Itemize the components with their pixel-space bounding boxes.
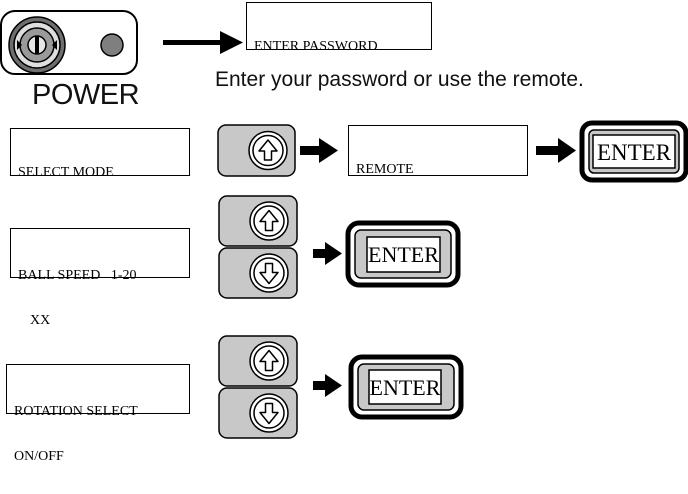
up-arrow-icon bbox=[259, 349, 279, 372]
up-arrow-icon bbox=[259, 209, 279, 232]
rotation-line1: ROTATION SELECT bbox=[14, 404, 138, 419]
arrow-rotation-to-enter bbox=[313, 374, 342, 397]
up-button-speed[interactable] bbox=[218, 195, 298, 247]
ball-speed-screen: BALL SPEED 1-20 XX bbox=[10, 228, 190, 328]
diagram: ENTER PASSWORD SELECT MODE REMOTE BALL S… bbox=[0, 2, 688, 464]
remote-screen: REMOTE bbox=[348, 125, 528, 177]
select-mode-screen: SELECT MODE bbox=[10, 128, 190, 180]
power-label: POWER bbox=[32, 79, 140, 111]
arrow-power-to-password bbox=[163, 31, 243, 54]
ball-speed-line1: BALL SPEED 1-20 bbox=[18, 268, 137, 283]
enter-label-speed: ENTER bbox=[368, 242, 439, 267]
instruction-text: Enter your password or use the remote. bbox=[215, 68, 584, 91]
down-button-rotation[interactable] bbox=[218, 387, 298, 439]
power-panel bbox=[0, 10, 138, 75]
enter-button-speed[interactable]: ENTER bbox=[345, 220, 461, 288]
up-arrow-icon bbox=[258, 139, 278, 161]
enter-button-mode[interactable]: ENTER bbox=[579, 120, 688, 183]
power-switch-icon[interactable] bbox=[8, 16, 66, 74]
rotation-line2: ON/OFF bbox=[14, 449, 64, 464]
arrow-up-to-remote bbox=[300, 138, 338, 163]
up-button-mode[interactable] bbox=[217, 124, 296, 177]
down-button-speed[interactable] bbox=[218, 247, 298, 299]
diagram-graphics: ENTER ENTER ENTER bbox=[0, 10, 688, 439]
enter-label-mode: ENTER bbox=[597, 140, 672, 165]
indicator-light-icon bbox=[100, 33, 124, 57]
down-arrow-icon bbox=[259, 262, 279, 285]
enter-button-rotation[interactable]: ENTER bbox=[348, 354, 464, 420]
password-screen: ENTER PASSWORD bbox=[246, 2, 432, 54]
arrow-remote-to-enter bbox=[536, 138, 576, 163]
arrow-speed-to-enter bbox=[313, 242, 342, 265]
select-mode-text: SELECT MODE bbox=[18, 165, 114, 180]
enter-label-rotation: ENTER bbox=[370, 375, 441, 400]
password-screen-text: ENTER PASSWORD bbox=[254, 39, 378, 54]
down-arrow-icon bbox=[259, 402, 279, 425]
up-button-rotation[interactable] bbox=[218, 335, 298, 387]
ball-speed-line2: XX bbox=[30, 313, 51, 328]
remote-text: REMOTE bbox=[356, 162, 414, 177]
